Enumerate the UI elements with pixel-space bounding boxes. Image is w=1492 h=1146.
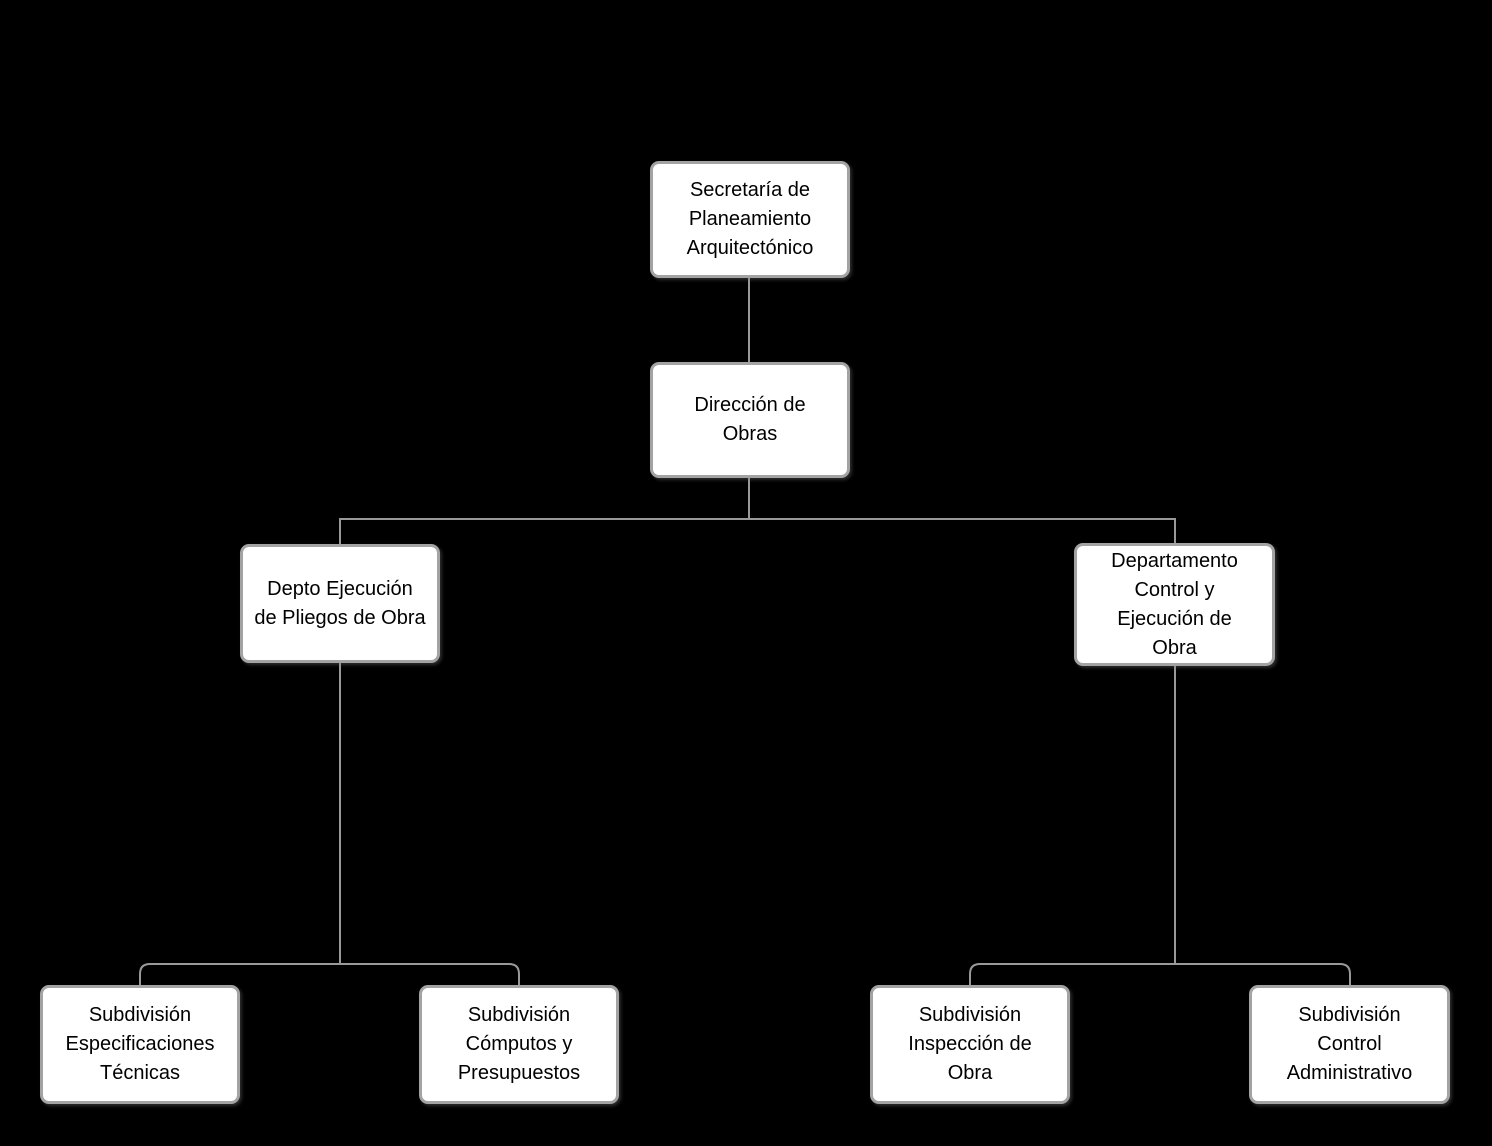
org-node-subdivision-computos[interactable]: Subdivisión Cómputos y Presupuestos xyxy=(419,985,619,1104)
org-node-subdivision-control-admin[interactable]: Subdivisión Control Administrativo xyxy=(1249,985,1450,1104)
org-node-depto-ejecucion-pliegos[interactable]: Depto Ejecución de Pliegos de Obra xyxy=(240,544,440,663)
org-node-direccion-obras[interactable]: Dirección de Obras xyxy=(650,362,850,478)
org-node-secretaria-planeamiento[interactable]: Secretaría de Planeamiento Arquitectónic… xyxy=(650,161,850,278)
org-node-label: Dirección de Obras xyxy=(694,394,806,445)
org-node-subdivision-especificaciones[interactable]: Subdivisión Especificaciones Técnicas xyxy=(40,985,240,1104)
org-node-label: Subdivisión Especificaciones Técnicas xyxy=(65,1004,215,1084)
org-node-label: Subdivisión Cómputos y Presupuestos xyxy=(457,1004,581,1084)
org-node-label: Subdivisión Control Administrativo xyxy=(1286,1004,1413,1084)
org-node-label: Departamento Control y Ejecución de Obra xyxy=(1111,549,1238,659)
edge-branch-departments xyxy=(339,518,1176,544)
org-node-subdivision-inspeccion[interactable]: Subdivisión Inspección de Obra xyxy=(870,985,1070,1104)
org-node-depto-control-ejecucion[interactable]: Departamento Control y Ejecución de Obra xyxy=(1074,543,1275,666)
edge-branch-right-subdivisions xyxy=(969,963,1351,985)
org-node-label: Secretaría de Planeamiento Arquitectónic… xyxy=(686,179,814,259)
org-node-label: Depto Ejecución de Pliegos de Obra xyxy=(254,577,426,629)
org-node-label: Subdivisión Inspección de Obra xyxy=(908,1004,1032,1084)
edge-branch-left-subdivisions xyxy=(139,963,520,985)
